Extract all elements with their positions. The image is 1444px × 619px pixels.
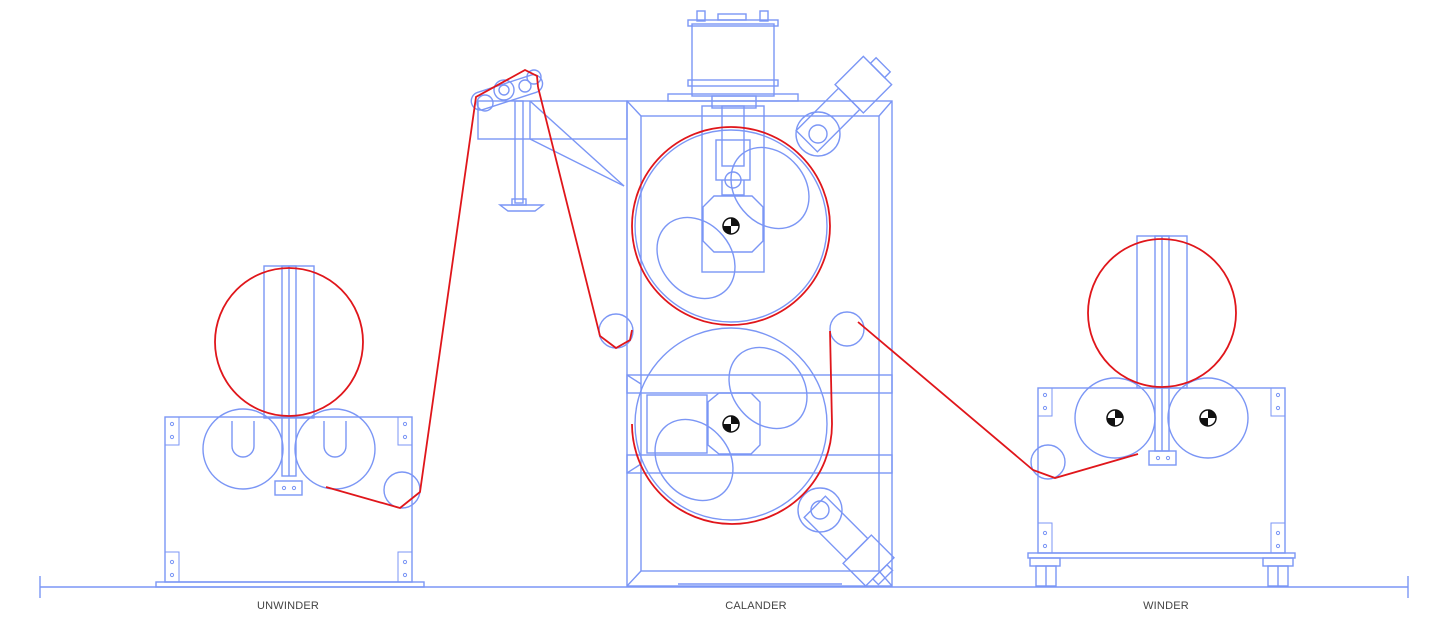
unwinder-machine bbox=[155, 265, 425, 588]
calander-label: CALANDER bbox=[725, 600, 787, 612]
winder-material-roll bbox=[1087, 238, 1237, 388]
winder-label: WINDER bbox=[1143, 600, 1189, 612]
center-mark-lower-roll bbox=[722, 415, 740, 433]
calander-machine bbox=[598, 10, 895, 587]
web-path bbox=[214, 68, 1237, 525]
lower-roll-web-wrap bbox=[631, 423, 833, 525]
center-mark-upper-roll bbox=[722, 217, 740, 235]
unwinder-label: UNWINDER bbox=[256, 600, 320, 612]
spreader-arm bbox=[470, 69, 628, 212]
upper-roll-web-wrap bbox=[631, 126, 831, 326]
roll-center-marks bbox=[722, 217, 1217, 433]
unwinder-material-roll bbox=[214, 267, 364, 417]
winder-machine bbox=[1027, 235, 1296, 587]
center-mark-winder-right-drum bbox=[1199, 409, 1217, 427]
center-mark-winder-left-drum bbox=[1106, 409, 1124, 427]
